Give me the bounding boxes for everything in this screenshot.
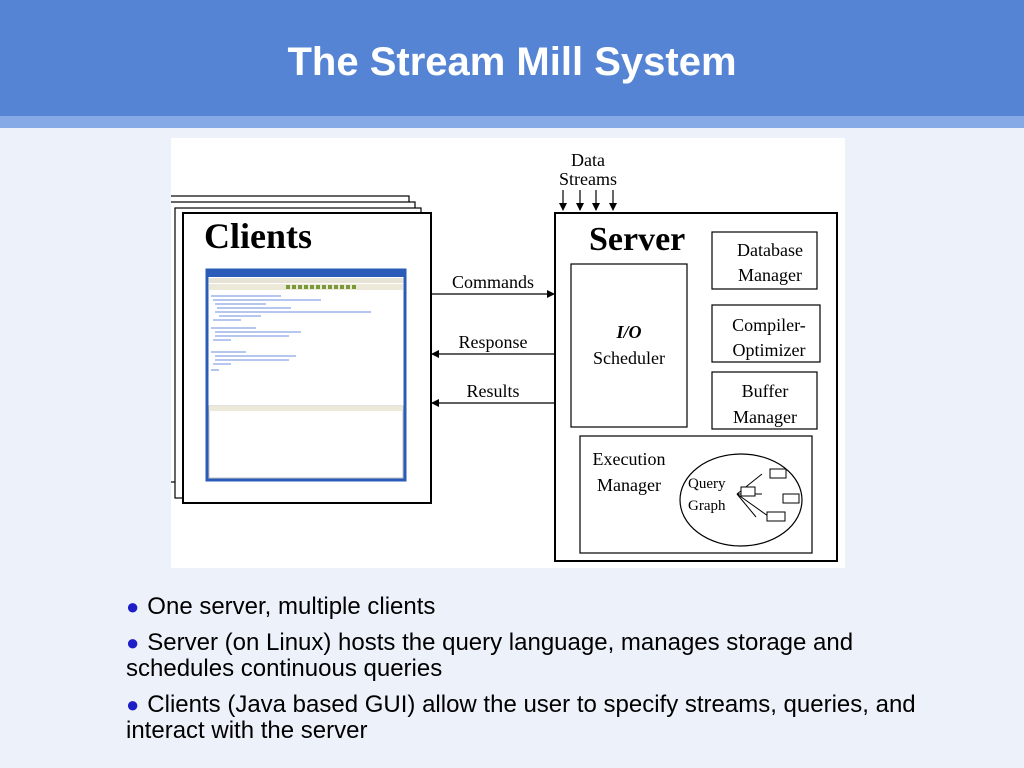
results-label: Results xyxy=(466,381,519,401)
bullet-text: Clients (Java based GUI) allow the user … xyxy=(126,691,916,744)
data-stream-arrows xyxy=(559,190,617,211)
io-scheduler-label-line1: I/O xyxy=(615,322,641,342)
data-streams-label-line1: Data xyxy=(571,150,605,170)
io-scheduler-box xyxy=(570,263,688,428)
database-manager-box xyxy=(711,231,818,290)
data-streams-label-line2: Streams xyxy=(559,169,617,189)
bullet-text: One server, multiple clients xyxy=(147,593,436,620)
bullet-list: ●One server, multiple clients ●Server (o… xyxy=(126,594,966,754)
execution-manager-label-line1: Execution xyxy=(593,449,666,469)
title-bar xyxy=(0,0,1024,116)
query-graph-label-line2: Graph xyxy=(688,498,726,514)
query-graph-network xyxy=(736,468,800,522)
server-title: Server xyxy=(589,221,685,258)
compiler-optimizer-label-line2: Optimizer xyxy=(733,340,806,360)
buffer-manager-label-line1: Buffer xyxy=(742,381,789,401)
slide-title: The Stream Mill System xyxy=(287,40,737,84)
bullet-item: ● One server, multiple clients xyxy=(126,594,966,620)
architecture-diagram: Data Streams Clients xyxy=(162,138,845,568)
bullet-dot-icon: ● xyxy=(126,594,140,619)
bullet-item: ●Server (on Linux) hosts the query langu… xyxy=(126,630,966,682)
database-manager-label-line1: Database xyxy=(737,240,803,260)
bullet-dot-icon: ● xyxy=(126,692,140,717)
commands-label: Commands xyxy=(452,272,534,292)
database-manager-label-line2: Manager xyxy=(738,265,802,285)
buffer-manager-label-line2: Manager xyxy=(733,407,797,427)
clients-title: Clients xyxy=(204,216,312,256)
buffer-manager-box xyxy=(711,371,818,430)
title-bar-stripe xyxy=(0,116,1024,128)
execution-manager-label-line2: Manager xyxy=(597,475,661,495)
query-graph-label-line1: Query xyxy=(688,476,726,492)
compiler-optimizer-label-line1: Compiler- xyxy=(732,315,806,335)
io-scheduler-label-line2: Scheduler xyxy=(593,348,665,368)
client-gui-thumbnail xyxy=(205,268,407,482)
bullet-dot-icon: ● xyxy=(126,630,140,655)
bullet-text: Server (on Linux) hosts the query langua… xyxy=(126,629,854,682)
response-label: Response xyxy=(459,332,528,352)
diagram-svg: Data Streams Clients xyxy=(162,150,838,562)
bullet-item: ●Clients (Java based GUI) allow the user… xyxy=(126,692,966,744)
compiler-optimizer-box xyxy=(711,304,821,363)
